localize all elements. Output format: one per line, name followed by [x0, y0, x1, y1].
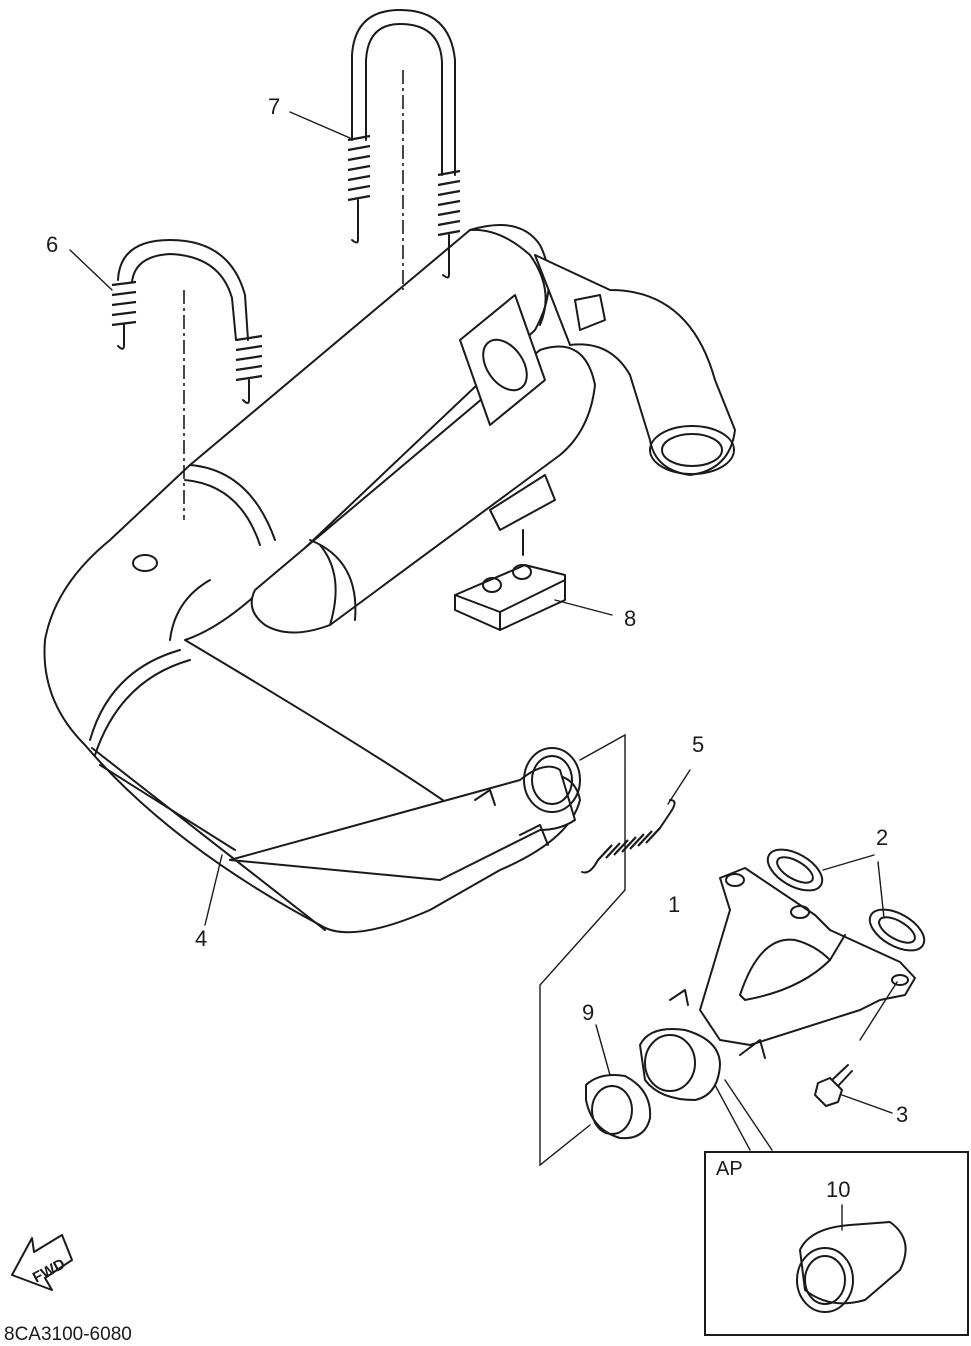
spring-6 — [111, 239, 263, 520]
collar-9 — [585, 1024, 773, 1151]
callout-1: 1 — [668, 892, 680, 917]
muffler-assembly — [43, 224, 736, 934]
callout-6: 6 — [46, 232, 58, 257]
insert-10 — [796, 1204, 907, 1313]
spring-5 — [581, 769, 691, 874]
fwd-arrow-icon: FWD — [11, 1234, 73, 1291]
callout-10: 10 — [826, 1177, 850, 1202]
exhaust-manifold-1 — [669, 867, 916, 1059]
detail-box-ap: AP — [704, 1151, 969, 1336]
detail-box-label: AP — [716, 1158, 743, 1180]
connector-lines — [69, 111, 626, 1167]
gaskets-2 — [766, 848, 926, 952]
callout-9: 9 — [582, 1000, 594, 1025]
diagram-code: 8CA3100-6080 — [4, 1324, 132, 1345]
callout-7: 7 — [268, 94, 280, 119]
callout-4: 4 — [195, 926, 207, 951]
callout-8: 8 — [624, 606, 636, 631]
callout-5: 5 — [692, 732, 704, 757]
callout-3: 3 — [896, 1102, 908, 1127]
damper-8 — [454, 529, 613, 631]
spring-7 — [347, 9, 461, 290]
bolt-3 — [814, 1064, 893, 1114]
callout-2: 2 — [876, 825, 888, 850]
